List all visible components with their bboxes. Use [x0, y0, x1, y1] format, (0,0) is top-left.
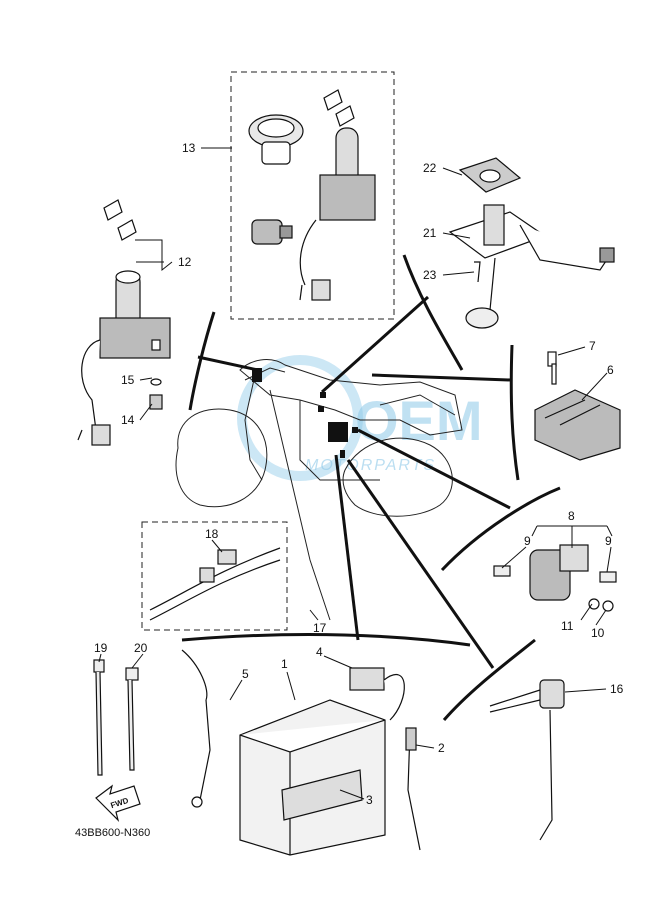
callout-4: 4 [316, 645, 323, 659]
cable-ties [93, 659, 139, 776]
callout-1: 1 [281, 657, 288, 671]
connector-marker [318, 406, 324, 412]
rectifier-assembly [534, 351, 621, 461]
neutral-switch-assembly [489, 679, 565, 841]
battery-assembly [181, 649, 421, 856]
connector-marker [320, 392, 326, 398]
regulator-marker [328, 422, 348, 442]
callout-10: 10 [591, 626, 605, 640]
callout-11: 11 [561, 619, 574, 633]
group-13-box [230, 71, 395, 320]
wire-harness-detail [149, 547, 281, 621]
callout-19: 19 [94, 641, 108, 655]
callout-16: 16 [610, 682, 624, 696]
callout-13: 13 [182, 141, 196, 155]
callout-22: 22 [423, 161, 437, 175]
relay-assembly [493, 544, 617, 612]
callout-18: 18 [205, 527, 219, 541]
callout-6: 6 [607, 363, 614, 377]
fwd-arrow: FWD [95, 784, 141, 822]
callout-5: 5 [242, 667, 249, 681]
connector-marker [352, 427, 358, 433]
callout-15: 15 [121, 373, 135, 387]
callout-leaders [98, 147, 613, 800]
callout-8: 8 [568, 509, 575, 523]
group-leaders [181, 254, 561, 721]
callout-17: 17 [313, 621, 327, 635]
callout-labels: 1 2 3 4 5 6 7 8 9 9 10 11 12 13 14 15 16… [94, 141, 624, 807]
callout-14: 14 [121, 413, 135, 427]
diagram-code: 43BB600-N360 [75, 827, 150, 839]
callout-20: 20 [134, 641, 148, 655]
connector-marker [252, 368, 262, 382]
callout-9a: 9 [524, 534, 531, 548]
callout-23: 23 [423, 268, 437, 282]
connector-marker [340, 450, 345, 458]
callout-7: 7 [589, 339, 596, 353]
group-17-box [141, 521, 288, 631]
callout-12: 12 [178, 255, 192, 269]
callout-3: 3 [366, 793, 373, 807]
motorcycle-outline [175, 359, 463, 621]
callout-2: 2 [438, 741, 445, 755]
callout-9b: 9 [605, 534, 612, 548]
callout-21: 21 [423, 226, 437, 240]
fuel-sender-assembly [448, 157, 615, 329]
main-switch-assembly [77, 199, 171, 446]
ignition-switch-set [248, 89, 376, 301]
